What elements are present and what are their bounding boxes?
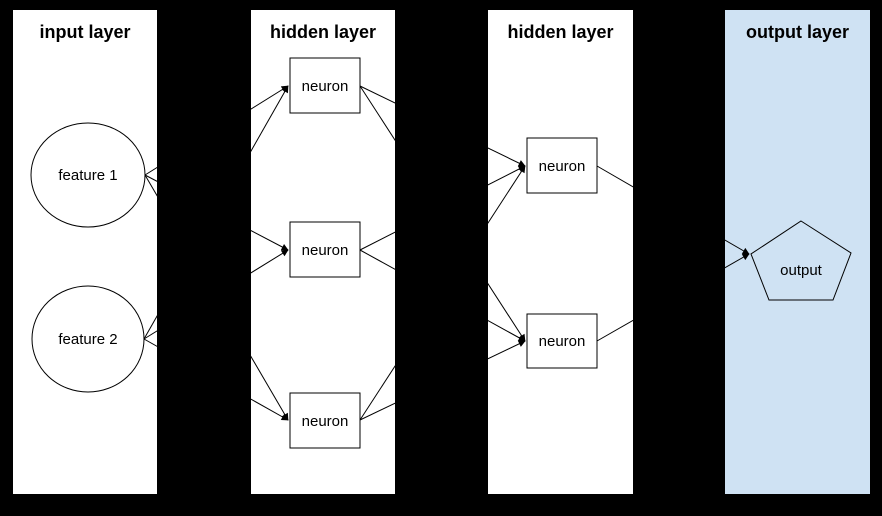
node-output bbox=[750, 220, 852, 301]
node-label-h2-neuron-1: neuron bbox=[539, 158, 586, 175]
node-label-output: output bbox=[780, 262, 823, 279]
edge-h1-neuron-1-to-h2-neuron-1 bbox=[359, 85, 526, 167]
edge-feature-1-to-h1-neuron-3 bbox=[144, 174, 289, 421]
node-feature-2 bbox=[31, 285, 145, 393]
node-h1-neuron-2 bbox=[289, 221, 361, 278]
node-h2-neuron-2 bbox=[526, 313, 598, 369]
edge-h1-neuron-2-to-h2-neuron-1 bbox=[359, 165, 526, 251]
node-label-feature-1: feature 1 bbox=[58, 167, 117, 184]
layer-title-hidden-layer-2: hidden layer bbox=[507, 22, 613, 42]
node-h2-neuron-1 bbox=[526, 137, 598, 194]
layer-panel-hidden-layer-2 bbox=[488, 10, 633, 494]
edge-h1-neuron-3-to-h2-neuron-1 bbox=[359, 165, 526, 421]
edge-feature-2-to-h1-neuron-2 bbox=[143, 249, 289, 340]
layer-panel-input-layer bbox=[13, 10, 157, 494]
node-h1-neuron-3 bbox=[289, 392, 361, 449]
edge-feature-2-to-h1-neuron-3 bbox=[143, 338, 289, 421]
edge-feature-2-to-h1-neuron-1 bbox=[143, 85, 289, 340]
node-label-h2-neuron-2: neuron bbox=[539, 333, 586, 350]
node-label-h1-neuron-1: neuron bbox=[302, 78, 349, 95]
edge-feature-1-to-h1-neuron-1 bbox=[144, 85, 289, 176]
edge-h1-neuron-1-to-h2-neuron-2 bbox=[359, 85, 526, 342]
node-h1-neuron-1 bbox=[289, 57, 361, 114]
edge-h2-neuron-2-to-output bbox=[596, 253, 750, 342]
layer-title-input-layer: input layer bbox=[39, 22, 130, 42]
layer-title-output-layer: output layer bbox=[746, 22, 849, 42]
node-label-h1-neuron-3: neuron bbox=[302, 413, 349, 430]
edge-h1-neuron-2-to-h2-neuron-2 bbox=[359, 249, 526, 342]
node-label-feature-2: feature 2 bbox=[58, 331, 117, 348]
layer-title-hidden-layer-1: hidden layer bbox=[270, 22, 376, 42]
edge-h2-neuron-1-to-output bbox=[596, 165, 750, 255]
node-label-h1-neuron-2: neuron bbox=[302, 242, 349, 259]
node-feature-1 bbox=[30, 122, 146, 228]
edge-h1-neuron-3-to-h2-neuron-2 bbox=[359, 340, 526, 421]
